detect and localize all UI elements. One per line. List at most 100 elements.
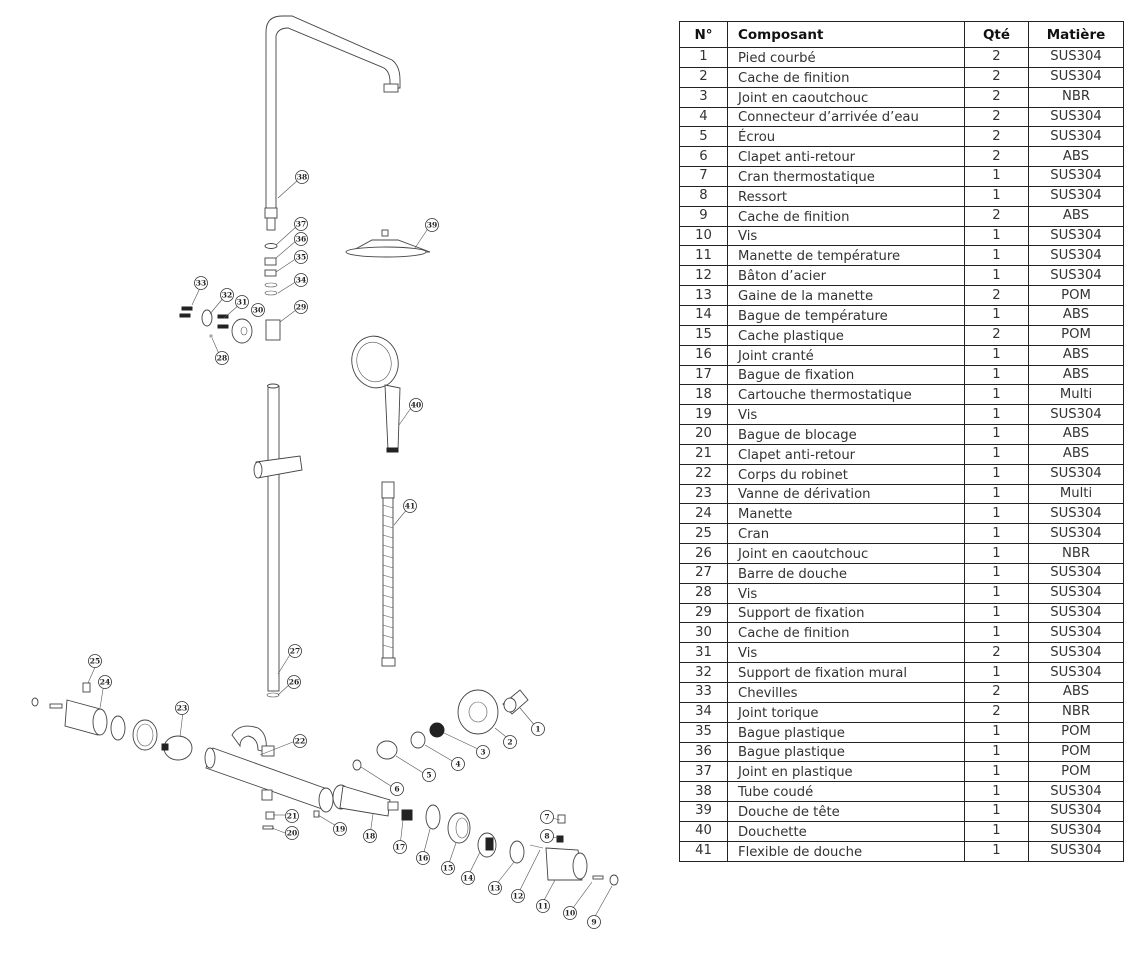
header-material: Matière bbox=[1028, 21, 1124, 48]
cell-no: 10 bbox=[679, 225, 728, 247]
callout-10: 10 bbox=[563, 906, 577, 920]
callout-circle bbox=[451, 757, 465, 771]
callout-30: 30 bbox=[251, 303, 265, 317]
cell-material: POM bbox=[1028, 721, 1124, 743]
cell-component: Clapet anti-retour bbox=[727, 443, 965, 465]
callout-circle bbox=[403, 499, 417, 513]
cell-qty: 1 bbox=[964, 741, 1029, 763]
cell-no: 6 bbox=[679, 146, 728, 168]
callout-circle bbox=[294, 217, 308, 231]
callout-number: 40 bbox=[411, 401, 421, 410]
cell-qty: 1 bbox=[964, 364, 1029, 386]
callout-9: 9 bbox=[587, 915, 601, 929]
callout-circle bbox=[285, 809, 299, 823]
cell-material: SUS304 bbox=[1028, 265, 1124, 287]
cell-material: POM bbox=[1028, 761, 1124, 783]
cell-qty: 1 bbox=[964, 483, 1029, 505]
callout-circle bbox=[488, 881, 502, 895]
callout-25: 25 bbox=[88, 654, 102, 668]
callout-number: 15 bbox=[443, 864, 453, 873]
cell-no: 20 bbox=[679, 424, 728, 445]
callout-8: 8 bbox=[540, 829, 554, 843]
cell-material: SUS304 bbox=[1028, 840, 1124, 862]
cell-qty: 1 bbox=[964, 166, 1029, 187]
cell-qty: 1 bbox=[964, 503, 1029, 525]
callout-circle bbox=[98, 675, 112, 689]
header-no: N° bbox=[679, 21, 728, 48]
cell-no: 37 bbox=[679, 761, 728, 783]
cell-qty: 1 bbox=[964, 424, 1029, 445]
callout-circle bbox=[587, 915, 601, 929]
callout-circle bbox=[409, 398, 423, 412]
callout-27: 27 bbox=[288, 644, 302, 658]
callout-39: 39 bbox=[425, 218, 439, 232]
callout-13: 13 bbox=[488, 881, 502, 895]
callout-circle bbox=[563, 906, 577, 920]
callout-circle bbox=[390, 782, 404, 796]
callout-circle bbox=[441, 861, 455, 875]
exploded-view-diagram: 1234567891011121314151617181920212223242… bbox=[31, 15, 619, 929]
callout-number: 1 bbox=[535, 725, 540, 734]
cell-material: SUS304 bbox=[1028, 245, 1124, 267]
callout-number: 8 bbox=[544, 832, 549, 841]
cell-qty: 1 bbox=[964, 245, 1029, 267]
callout-4: 4 bbox=[451, 757, 465, 771]
part-shower-bar bbox=[253, 383, 303, 698]
callout-circle bbox=[294, 250, 308, 264]
cell-no: 18 bbox=[679, 384, 728, 406]
cell-no: 14 bbox=[679, 304, 728, 326]
part-valve-body bbox=[204, 725, 334, 813]
callout-number: 18 bbox=[365, 832, 375, 841]
callout-24: 24 bbox=[98, 675, 112, 689]
cell-qty: 1 bbox=[964, 523, 1029, 545]
callout-number: 36 bbox=[296, 235, 306, 244]
cell-qty: 1 bbox=[964, 622, 1029, 644]
cell-component: Ressort bbox=[727, 185, 965, 207]
cell-no: 38 bbox=[679, 781, 728, 803]
callout-number: 21 bbox=[287, 812, 297, 821]
callout-circle bbox=[175, 701, 189, 715]
callout-circle bbox=[88, 654, 102, 668]
callout-number: 23 bbox=[177, 704, 187, 713]
callout-35: 35 bbox=[294, 250, 308, 264]
table-header-row: N° Composant Qté Matière bbox=[679, 21, 1124, 48]
cell-no: 17 bbox=[679, 364, 728, 386]
callout-circle bbox=[235, 295, 249, 309]
cell-component: Bague plastique bbox=[727, 721, 965, 743]
callout-circle bbox=[333, 822, 347, 836]
cell-material: NBR bbox=[1028, 86, 1124, 108]
cell-no: 36 bbox=[679, 741, 728, 763]
cell-component: Joint en caoutchouc bbox=[727, 543, 965, 564]
part-right-assembly bbox=[262, 689, 619, 886]
cell-component: Connecteur d’arrivée d’eau bbox=[727, 106, 965, 128]
cell-component: Manette de température bbox=[727, 245, 965, 267]
cell-material: SUS304 bbox=[1028, 562, 1124, 584]
cell-component: Vis bbox=[727, 642, 965, 664]
cell-no: 19 bbox=[679, 404, 728, 426]
cell-component: Bague plastique bbox=[727, 741, 965, 763]
cell-component: Cache de finition bbox=[727, 205, 965, 227]
cell-material: SUS304 bbox=[1028, 820, 1124, 842]
callout-circle bbox=[194, 276, 208, 290]
callout-circle bbox=[294, 232, 308, 246]
cell-qty: 1 bbox=[964, 820, 1029, 842]
part-rings bbox=[264, 243, 278, 296]
callout-circle bbox=[363, 829, 377, 843]
callout-number: 17 bbox=[395, 843, 405, 852]
cell-material: SUS304 bbox=[1028, 404, 1124, 426]
cell-qty: 1 bbox=[964, 185, 1029, 207]
callout-3: 3 bbox=[476, 745, 490, 759]
cell-material: ABS bbox=[1028, 424, 1124, 445]
callout-29: 29 bbox=[294, 300, 308, 314]
callout-number: 10 bbox=[565, 909, 575, 918]
cell-material: POM bbox=[1028, 324, 1124, 346]
